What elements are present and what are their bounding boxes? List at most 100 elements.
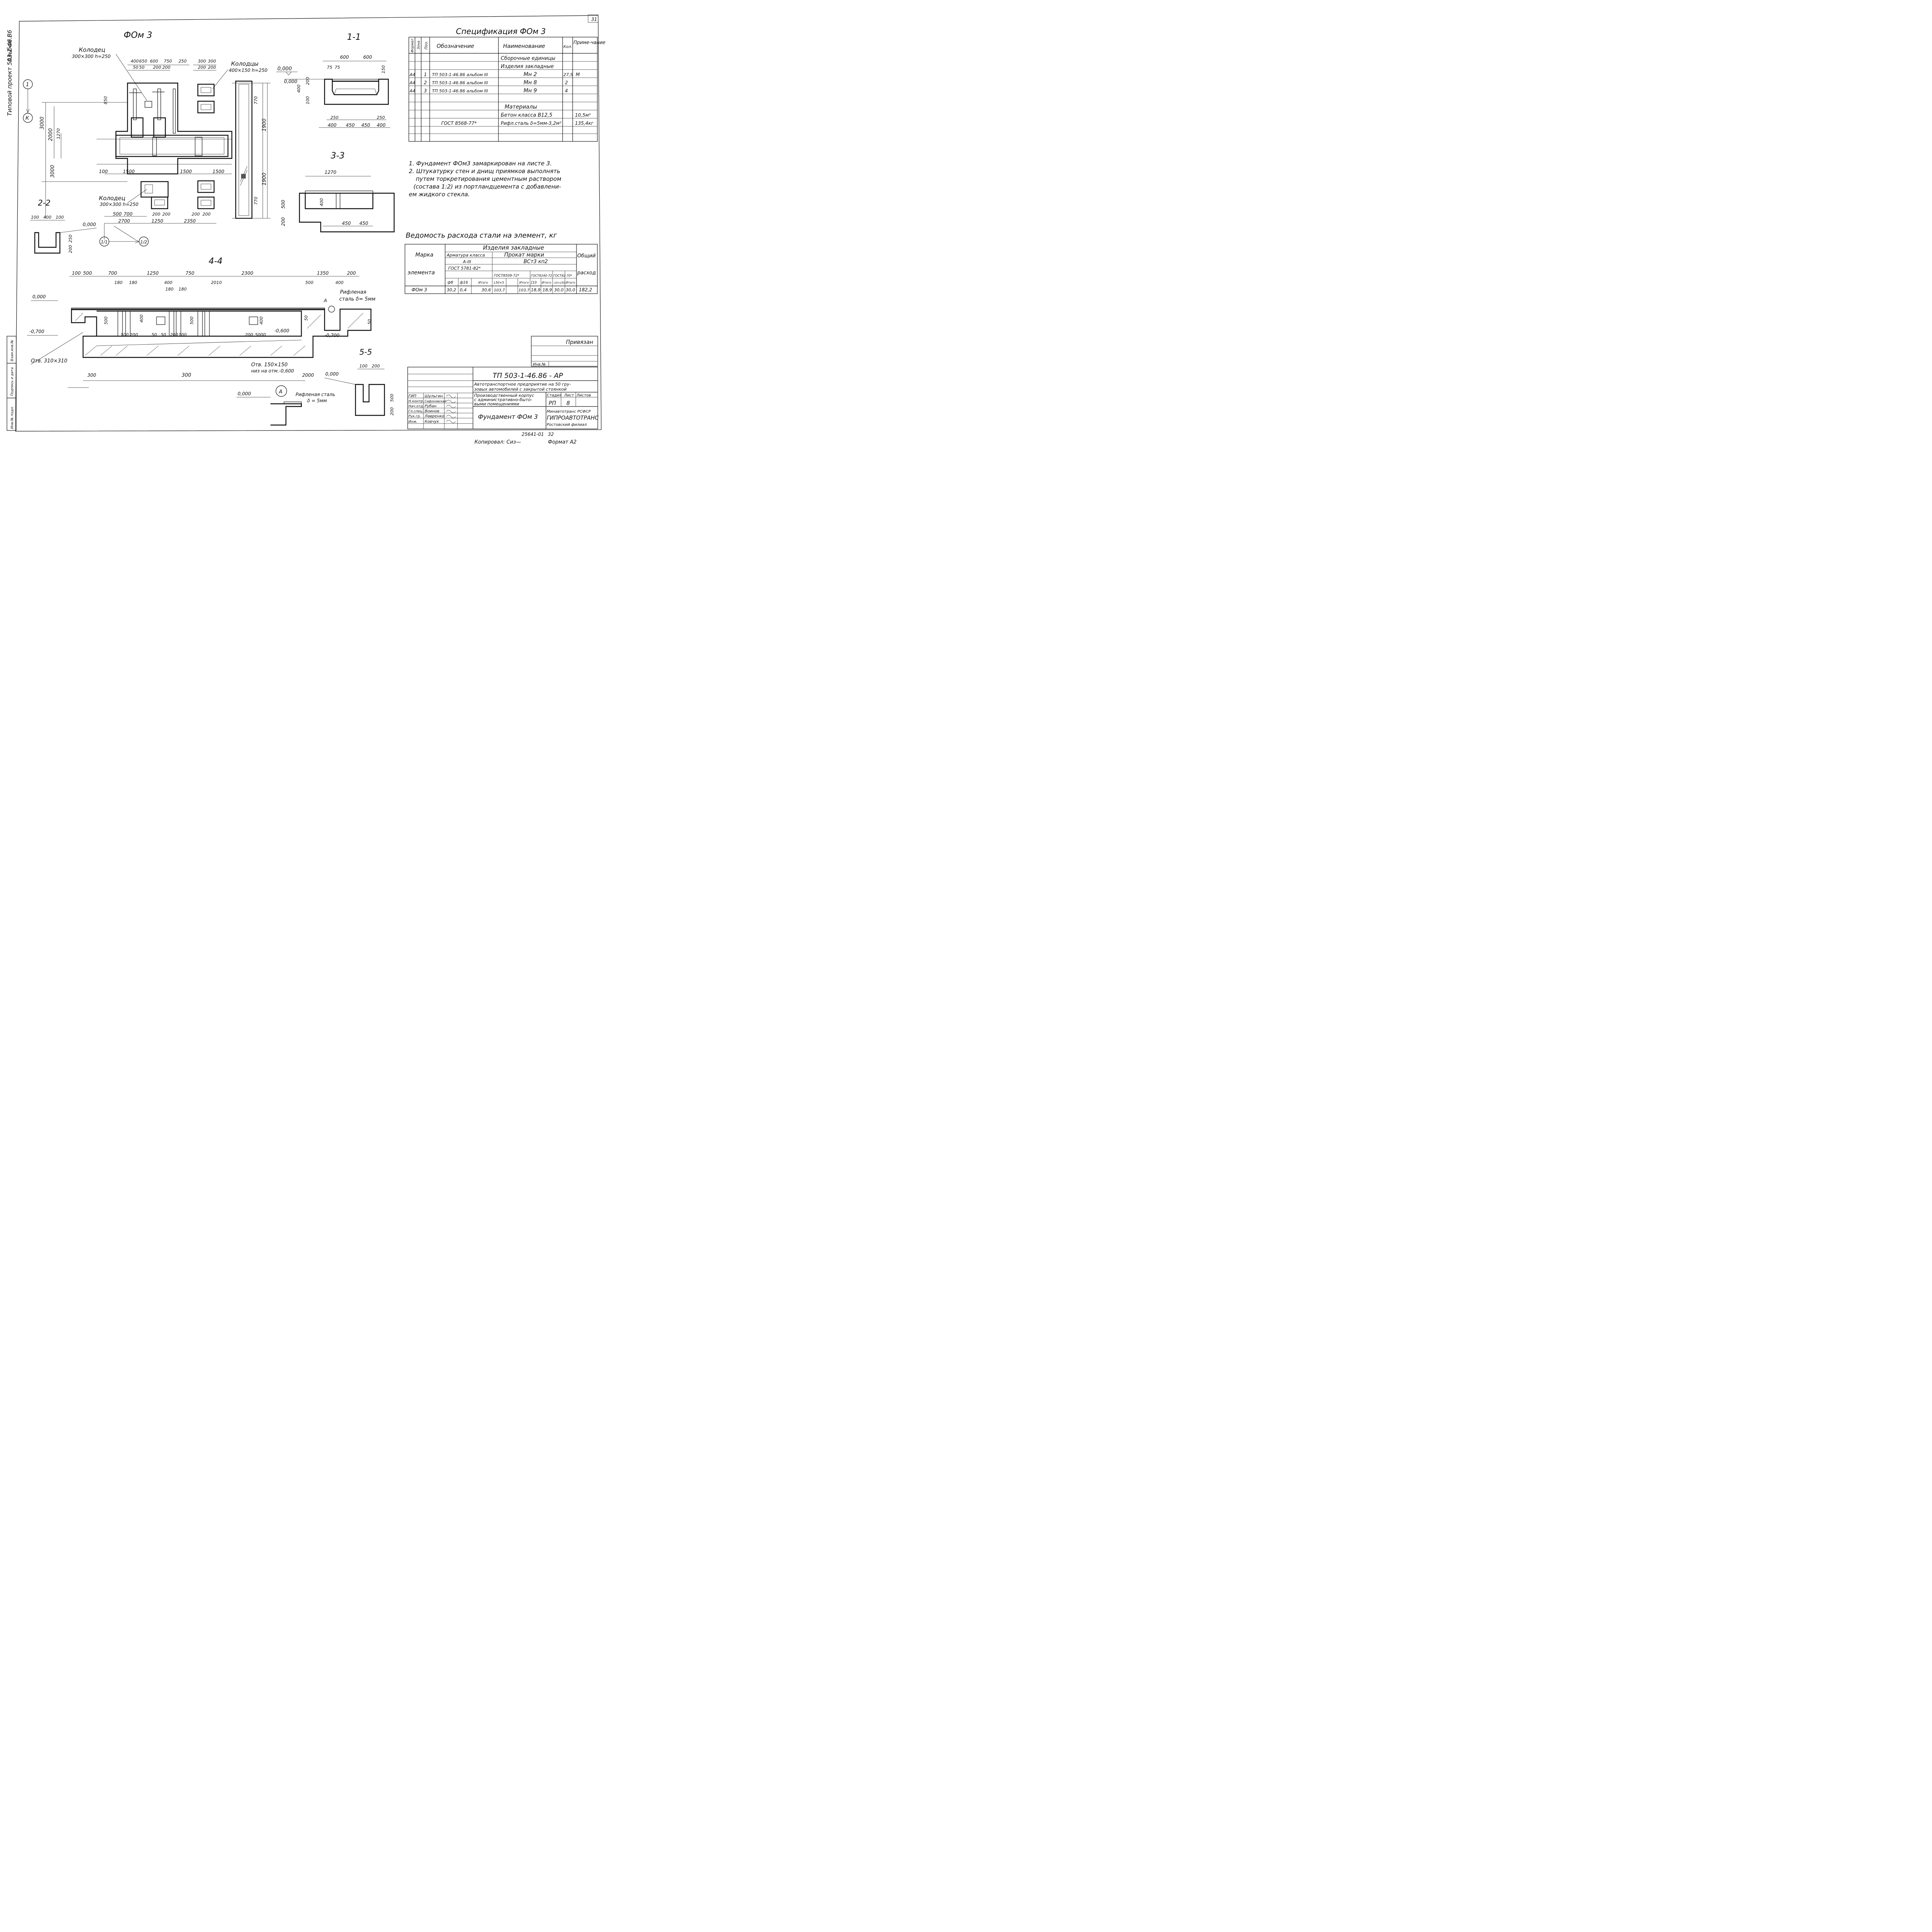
steel-sub-2: ф16 bbox=[460, 281, 468, 285]
steel-h-prokat: Прокат марки bbox=[504, 252, 544, 258]
stamp-bld-1: Производственный корпус bbox=[474, 393, 534, 398]
steel-row-v5: 103,7 bbox=[519, 288, 530, 293]
axis-label-1: 1 bbox=[26, 82, 29, 88]
steel-h-gost1: ГОСТ 5781-82* bbox=[448, 266, 481, 271]
node-a-title: А bbox=[279, 389, 282, 395]
steel-h-total-1: Общий bbox=[577, 253, 595, 259]
plan-label-well-2: Колодец bbox=[99, 195, 125, 202]
s44-dim-6: 2300 bbox=[242, 270, 253, 276]
plan-dim-bottom-10: 200 bbox=[152, 212, 160, 217]
plan-label-well-1-size: 300×300 h=250 bbox=[72, 54, 111, 59]
spec-r3-note: М bbox=[576, 72, 580, 77]
node-a-note-1: Рифленая сталь bbox=[296, 392, 335, 397]
steel-sub-9: -10×250 bbox=[553, 281, 565, 284]
general-notes: 1. Фундамент ФОм3 замаркирован на листе … bbox=[409, 160, 561, 198]
plan-dim-bottom-5: 500 bbox=[113, 211, 122, 217]
spec-head-designation: Обозначение bbox=[437, 43, 474, 49]
spec-r5-name: Мн 9 bbox=[524, 88, 537, 94]
drawing-sheet: 31 Типовой проект 503-1-46.86 Альбом I В… bbox=[6, 14, 605, 445]
section-3-3-dim-6: 450 bbox=[359, 221, 368, 226]
copied-by: Копировал: Сиз— bbox=[474, 439, 521, 445]
archive-number: 25641-01 bbox=[522, 432, 544, 437]
stamp-desc-2: зовых автомобилей с закрытой стоянкой bbox=[474, 387, 566, 392]
spec-r4-name: Мн 8 bbox=[524, 80, 537, 86]
side-stamp-label-3: Инв.№ подл. bbox=[10, 406, 14, 429]
plan-dim-right-3: 770 bbox=[253, 96, 259, 104]
steel-sub-7: [10 bbox=[531, 281, 537, 285]
section-1-1-dim-5: 250 bbox=[330, 115, 338, 120]
s44-elev-3: -0,600 bbox=[274, 328, 289, 333]
stamp-role-1: ГИП bbox=[408, 394, 417, 398]
spec-r9-note: 135,4кг bbox=[575, 121, 594, 126]
note-line-1: 1. Фундамент ФОм3 замаркирован на листе … bbox=[409, 160, 552, 167]
plan-dim-right-4: 770 bbox=[253, 197, 259, 205]
s44-dim-20: 400 bbox=[259, 316, 264, 325]
plan-dim-bottom-7: 2700 bbox=[118, 218, 130, 224]
section-1-1-title: 1-1 bbox=[347, 32, 361, 42]
s44-dim-5: 750 bbox=[185, 270, 194, 276]
spec-head-pos: Поз. bbox=[424, 41, 429, 49]
steel-sub-1: ф8 bbox=[447, 281, 453, 285]
s44-dim-2: 500 bbox=[83, 270, 92, 276]
section-3-3-dim-2: 500 bbox=[281, 200, 286, 209]
s44-note-1: Рифленая bbox=[340, 289, 366, 295]
plan-dim-top-4: 750 bbox=[164, 59, 172, 64]
steel-h-a3: А-III bbox=[463, 259, 471, 264]
spec-r4-designation: ТП 503-1-46.86 альбом III bbox=[432, 80, 488, 85]
plan-dim-top-2: 650 bbox=[139, 59, 147, 64]
s44-elev-4: -0,700 bbox=[325, 333, 340, 338]
section-2-2-dim-5: 200 bbox=[68, 245, 73, 253]
steel-h-elem: элемента bbox=[408, 270, 435, 276]
plan-dim-left-5: 3000 bbox=[50, 165, 56, 178]
stamp-role-2: Н.контр. bbox=[408, 400, 424, 403]
plan-dim-bottom-9: 2350 bbox=[184, 218, 196, 224]
spec-r8-name: Бетон класса В12,5 bbox=[501, 112, 552, 118]
plan-dim-top-8: 50 bbox=[133, 65, 138, 70]
spec-head-zone: Зона bbox=[417, 41, 421, 49]
spec-r3-format: А4 bbox=[409, 72, 415, 77]
s44-dim-15: 500 bbox=[305, 280, 313, 285]
node-a-note-2: δ = 5мм bbox=[307, 398, 327, 403]
steel-row-mark: ФОм 3 bbox=[412, 287, 427, 293]
stamp-h-sheet: Лист bbox=[564, 393, 575, 398]
plan-dim-top-10: 200 bbox=[153, 65, 161, 70]
spec-head-format: Формат bbox=[411, 38, 415, 53]
plan-label-well-2-size: 300×300 h=250 bbox=[100, 202, 139, 207]
sheet-frame: 31 Типовой проект 503-1-46.86 Альбом I В… bbox=[6, 14, 602, 432]
spec-r1-name: Сборочные единицы bbox=[501, 56, 555, 61]
spec-r5-designation: ТП 503-1-46.86 альбом III bbox=[432, 88, 488, 94]
section-1-1-dim-11: 400 bbox=[296, 85, 301, 93]
section-2-2-dim-1: 100 bbox=[31, 215, 39, 220]
title-block: Привязан Инв.№ ТП 503-1-46.86 - АР Автот… bbox=[407, 336, 599, 445]
section-1-1-dim-4: 75 bbox=[335, 65, 340, 70]
spec-r5-pos: 3 bbox=[424, 88, 427, 94]
steel-h-mark: Марка bbox=[415, 252, 434, 258]
spec-r9-designation: ГОСТ 8568-77* bbox=[441, 121, 477, 126]
axis-bubble-k bbox=[23, 113, 33, 123]
stamp-org-3: Ростовский филиал bbox=[547, 423, 587, 427]
spec-r3-name: Мн 2 bbox=[524, 71, 537, 78]
note-line-3: путем торкретирования цементным растворо… bbox=[416, 175, 561, 182]
note-line-2: 2. Штукатурку стен и днищ приямков выпол… bbox=[409, 168, 560, 175]
s44-dim-11: 400 bbox=[164, 280, 172, 285]
steel-sub-4: L50×5 bbox=[494, 281, 504, 284]
steel-row-v2: 0,4 bbox=[460, 287, 467, 293]
steel-row-v6: 18,9 bbox=[531, 287, 541, 293]
section-1-1-dim-12: 100 bbox=[305, 96, 310, 104]
steel-sub-6: Итого bbox=[519, 281, 529, 284]
spec-head-name: Наименование bbox=[503, 43, 545, 49]
spec-r3-pos: 1 bbox=[424, 72, 427, 77]
s44-dim-31: 300 bbox=[182, 372, 191, 378]
steel-h-arm: Арматура класса bbox=[446, 253, 485, 258]
section-2-2-elevation: 0,000 bbox=[83, 222, 96, 227]
side-stamp-label-2: Подпись и дата bbox=[10, 367, 14, 396]
s44-dim-13: 180 bbox=[179, 287, 187, 292]
steel-consumption-table: Ведомость расхода стали на элемент, кг М… bbox=[405, 231, 598, 294]
steel-row-v4: 103,7 bbox=[494, 288, 505, 293]
foundation-plan: ФОм 3 Колодец 300×300 h=250 Колодцы 400×… bbox=[23, 31, 298, 247]
stamp-name-5: Лавренко bbox=[424, 414, 444, 418]
section-1-1-dim-1: 600 bbox=[340, 54, 349, 60]
stamp-name-1: Шульгин bbox=[425, 394, 443, 398]
stamp-h-stage: Стадия bbox=[547, 393, 561, 398]
section-5-5-title: 5-5 bbox=[359, 347, 372, 357]
